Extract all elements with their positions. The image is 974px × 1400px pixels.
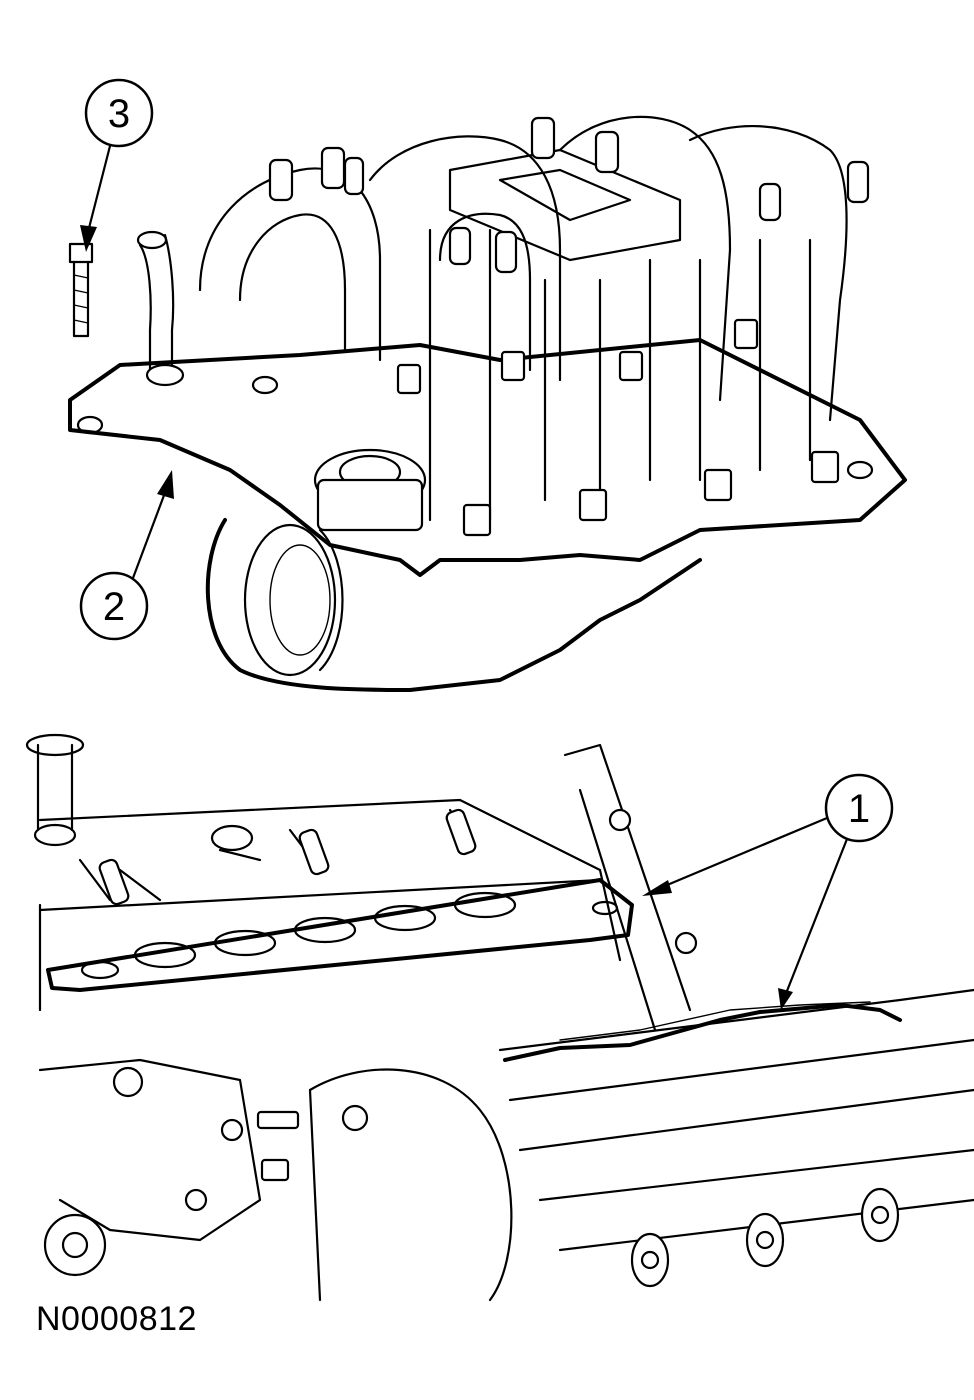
- callout-3: 3: [80, 78, 154, 252]
- callout-3-label: 3: [108, 92, 130, 136]
- intake-gasket-right: [503, 1001, 902, 1062]
- callout-1-label: 1: [848, 787, 870, 831]
- figure-id-label: N0000812: [36, 1300, 197, 1338]
- callout-2: 2: [79, 470, 174, 641]
- engine-block: [25, 733, 974, 1302]
- intake-manifold: [68, 115, 907, 692]
- heater-tube: [136, 230, 185, 387]
- callout-2-label: 2: [103, 585, 125, 629]
- callout-1: 1: [642, 773, 894, 1010]
- manifold-bolt: [68, 242, 94, 338]
- intake-gasket-left: [46, 878, 634, 992]
- thermostat-housing: [313, 448, 427, 532]
